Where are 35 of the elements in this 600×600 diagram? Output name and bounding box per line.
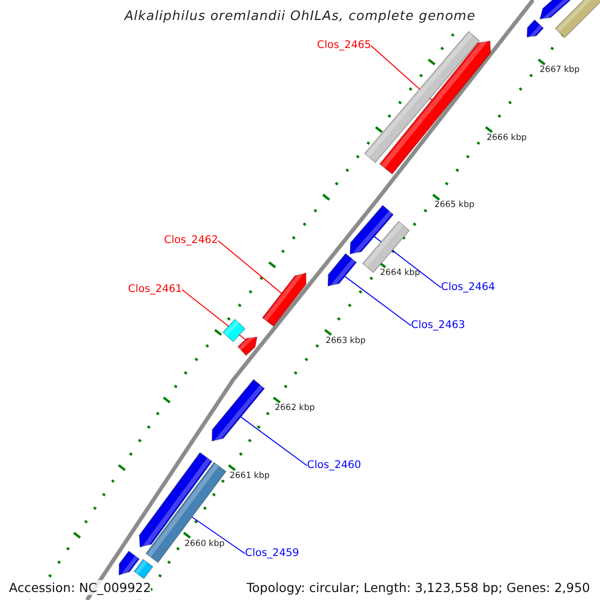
gene-label: Clos_2460 (307, 459, 362, 471)
leader-line (240, 416, 308, 466)
scale-label: 2666 kbp (486, 133, 527, 143)
genome-stats-text: Topology: circular; Length: 3,123,558 bp; Genes: 2,950 (246, 580, 590, 595)
gene-feature (349, 204, 394, 258)
gene-label: Clos_2464 (441, 281, 496, 293)
scale-label: 2667 kbp (540, 65, 580, 75)
gene-feature (237, 333, 258, 356)
scale-label: 2660 kbp (184, 539, 225, 549)
accession-text: Accession: NC_009922 (9, 580, 152, 595)
scale-label: 2664 kbp (380, 268, 420, 278)
scale-label: 2663 kbp (326, 336, 366, 346)
leader-line (182, 289, 246, 340)
leader-line (192, 516, 246, 554)
gene-feature (262, 270, 306, 327)
gene-feature (145, 462, 227, 564)
gene-label: Clos_2462 (164, 234, 218, 246)
gene-feature (134, 558, 154, 580)
gene-feature (554, 0, 600, 38)
gene-feature (118, 550, 140, 578)
gene-feature (327, 252, 358, 290)
leader-line (218, 240, 282, 294)
gene-label: Clos_2461 (128, 283, 182, 295)
gene-feature (526, 19, 544, 40)
scale-label: 2662 kbp (274, 403, 315, 413)
diagram-title: Alkaliphilus oremlandii OhILAs, complete genome (124, 9, 476, 24)
gene-feature (222, 318, 246, 342)
gene-feature (211, 378, 266, 445)
gene-feature (539, 0, 571, 23)
scale-label: 2661 kbp (230, 471, 270, 481)
scale-label: 2665 kbp (434, 200, 474, 210)
leader-line (344, 276, 412, 326)
gene-label: Clos_2463 (411, 319, 466, 331)
gene-label: Clos_2459 (245, 547, 300, 559)
gene-label: Clos_2465 (317, 39, 372, 51)
